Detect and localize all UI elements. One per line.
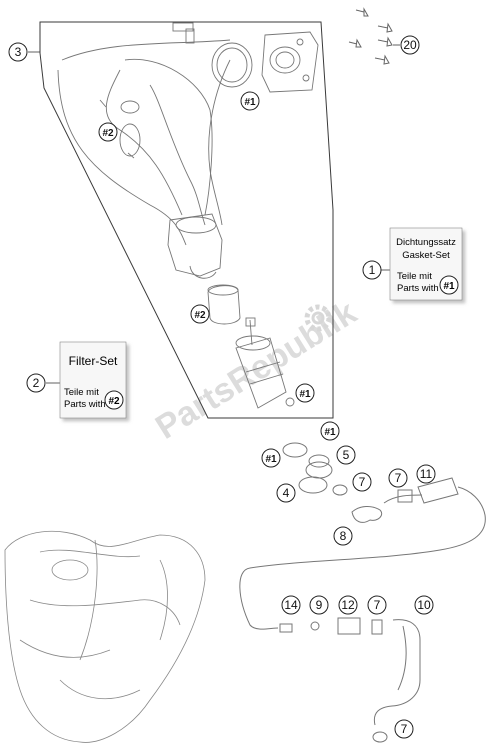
callout-3: 3 [15,45,22,59]
gasket-set-ref: #1 [443,281,455,292]
fittings-group [239,442,486,743]
callout-2-circle [26,373,46,393]
ref-1-right-circle [320,421,340,441]
gasket-set-ref-circle [439,275,459,295]
gasket-set-box: Dichtungssatz Gasket-Set Teile mit Parts… [389,227,463,301]
callout-3-circle [8,42,28,62]
ref-1-top-circle [240,91,260,111]
callout-12: 12 [341,598,355,612]
callout-10-circle [414,595,434,615]
ref-2-lower-circle [190,304,210,324]
callout-8: 8 [340,529,347,543]
watermark-gear-icon [304,304,332,332]
ref-2-mid: #2 [102,128,114,139]
callout-4: 4 [283,486,290,500]
callout-7a: 7 [359,475,366,489]
callout-9-circle [309,595,329,615]
ref-1-pump-circle [295,383,315,403]
ref-labels: #1 #2 #2 #1 #1 #1 [102,97,336,465]
ref-markers [98,91,340,468]
filter-set-box: Filter-Set Teile mit Parts with #2 [59,341,127,419]
callout-8-circle [333,526,353,546]
ref-1-right: #1 [324,427,336,438]
screws-group [348,7,393,65]
callout-9: 9 [316,598,323,612]
gasket-set-line2: Parts with [397,283,439,294]
leader-lines [46,269,390,384]
filter-set-ref: #2 [108,396,120,407]
gasket-set-title-en: Gasket-Set [402,250,450,261]
callouts [8,35,436,739]
filter-set-ref-circle [104,390,124,410]
callout-5: 5 [343,448,350,462]
ref-1-left-circle [261,448,281,468]
callout-20-circle [400,35,420,55]
callout-10: 10 [417,598,431,612]
ref-2-mid-circle [98,122,118,142]
callout-1-circle [362,260,382,280]
callout-labels: 3 20 1 2 5 4 7 7 11 8 14 9 12 7 10 7 [15,38,433,736]
ref-1-pump: #1 [299,389,311,400]
ref-1-top: #1 [244,97,256,108]
gasket-set-title-de: Dichtungssatz [396,237,456,248]
callout-7d-circle [394,719,414,739]
callout-4-circle [276,483,296,503]
callout-20: 20 [403,38,417,52]
callout-7c: 7 [374,598,381,612]
filter-set-line2: Parts with [64,399,106,410]
ref-1-left: #1 [265,454,277,465]
callout-7a-circle [352,472,372,492]
callout-12-circle [338,595,358,615]
callout-11-circle [416,464,436,484]
callout-11: 11 [420,467,433,481]
callout-2: 2 [33,376,40,390]
filter-set-line1: Teile mit [64,387,99,398]
callout-7b: 7 [395,471,402,485]
ref-2-lower: #2 [194,310,206,321]
callout-7b-circle [388,468,408,488]
gasket-set-line1: Teile mit [397,271,432,282]
filter-set-title: Filter-Set [69,354,118,368]
callout-5-circle [336,445,356,465]
callout-14: 14 [284,598,298,612]
callout-1: 1 [369,263,376,277]
callout-7c-circle [367,595,387,615]
callout-7d: 7 [401,722,408,736]
callout-14-circle [281,595,301,615]
fuel-tank-sketch [4,530,206,743]
fuel-pump-assembly [57,22,319,409]
assembly-outline [39,21,334,419]
